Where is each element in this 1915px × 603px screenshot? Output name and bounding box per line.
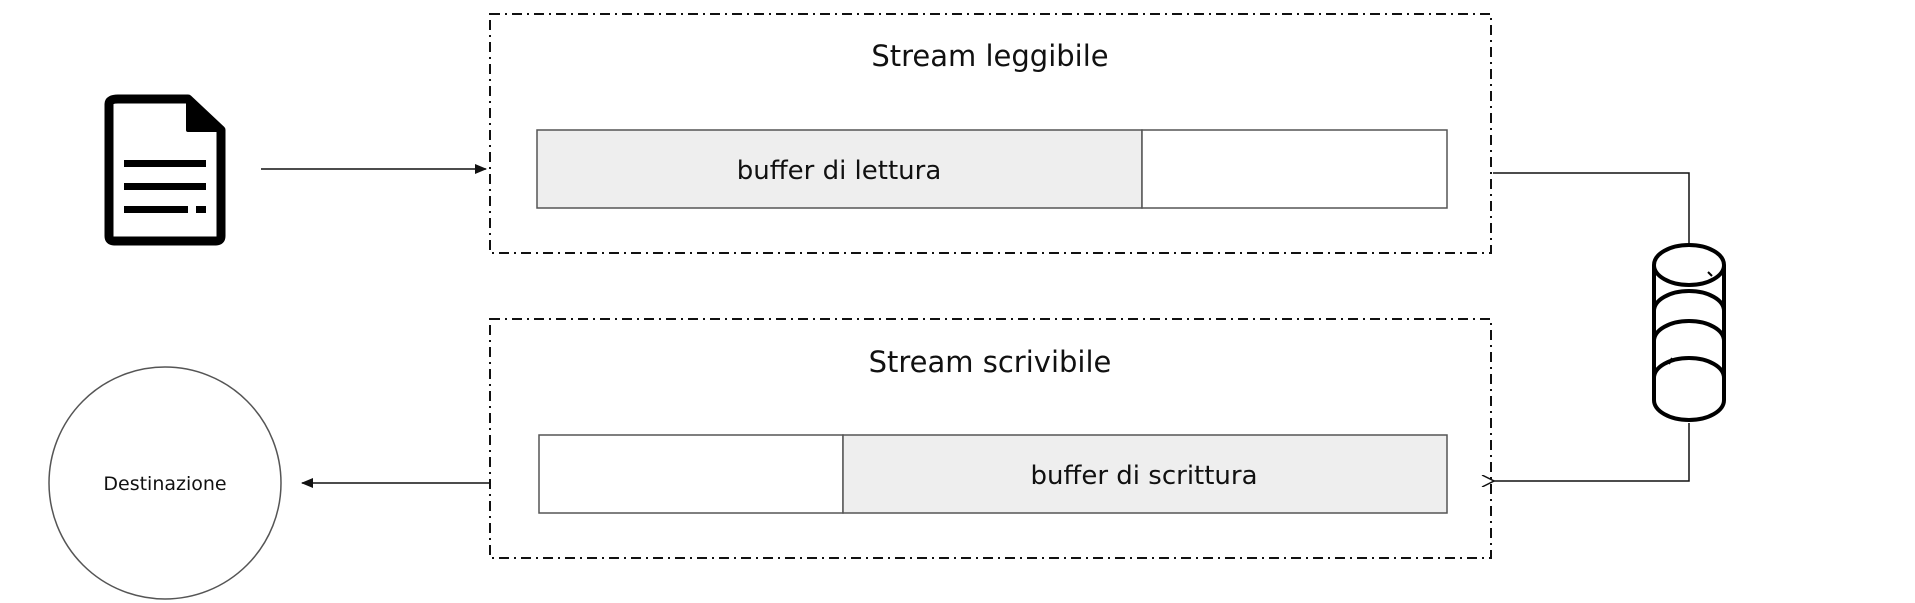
read-buffer-filled (536, 129, 1143, 209)
pipe-cylinder-icon (1652, 243, 1726, 422)
write-buffer-label: buffer di scrittura (1030, 461, 1257, 491)
read-buffer-empty (1141, 129, 1448, 209)
read-buffer-label: buffer di lettura (737, 156, 942, 186)
write-buffer-filled (842, 434, 1448, 514)
write-buffer-empty (538, 434, 844, 514)
destination-label: Destinazione (103, 473, 226, 495)
writable-stream-title: Stream scrivibile (869, 345, 1112, 379)
readable-stream-box: Stream leggibile buffer di lettura (489, 13, 1492, 254)
document-icon (104, 94, 226, 246)
destination-node: Destinazione (48, 366, 282, 600)
pipe-to-writable-arrow (1494, 423, 1690, 481)
readable-stream-title: Stream leggibile (871, 39, 1108, 73)
writable-stream-box: Stream scrivibile buffer di scrittura (489, 318, 1492, 559)
readable-to-pipe-line (1493, 172, 1690, 244)
